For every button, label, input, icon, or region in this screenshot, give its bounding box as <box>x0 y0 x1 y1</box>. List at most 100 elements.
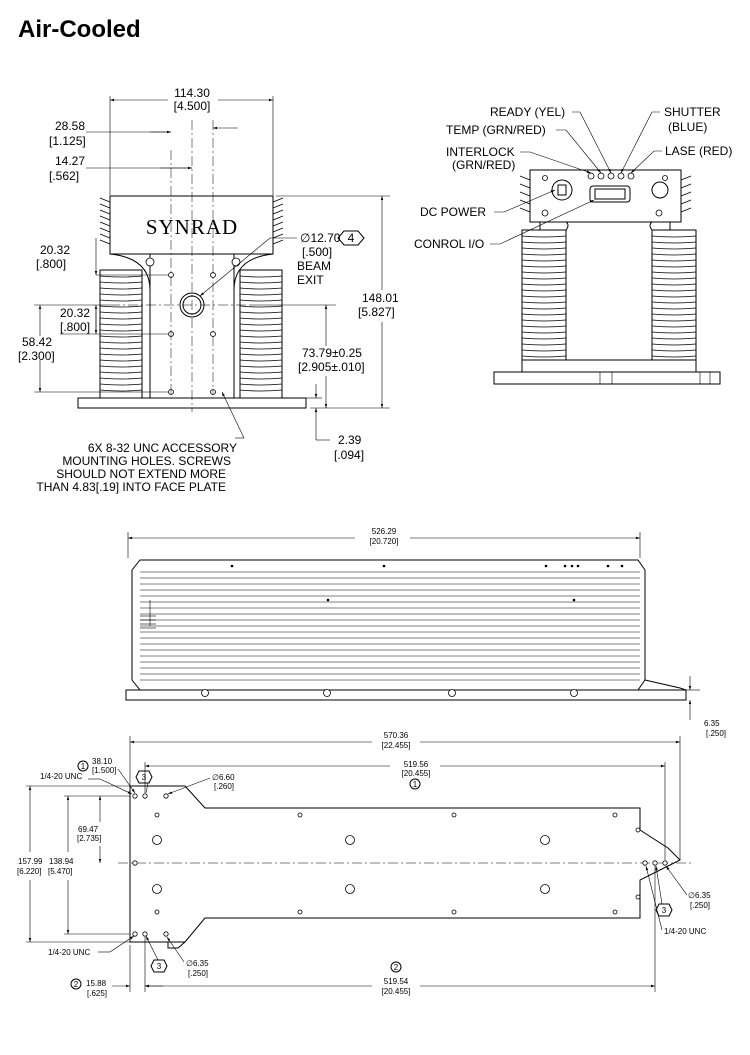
dim-635-right: ∅6.35 <box>688 891 711 900</box>
cooling-fin <box>521 289 567 292</box>
svg-text:2: 2 <box>394 963 399 972</box>
cooling-fin <box>239 293 283 296</box>
cooling-fin <box>651 295 697 298</box>
dim-20a: 20.32 <box>40 243 70 257</box>
dim-157: 157.99 <box>18 857 43 866</box>
cooling-fin <box>99 377 143 380</box>
cooling-fin <box>521 241 567 244</box>
cooling-fin <box>239 323 283 326</box>
svg-text:[.250]: [.250] <box>690 901 710 910</box>
cooling-fin <box>651 313 697 316</box>
cooling-fin <box>99 335 143 338</box>
beam-tag: 4 <box>348 231 355 245</box>
cooling-fin <box>239 383 283 386</box>
cooling-fin <box>239 365 283 368</box>
front-top-housing <box>109 195 274 255</box>
svg-text:[20.455]: [20.455] <box>382 987 411 996</box>
cooling-fin <box>521 319 567 322</box>
svg-text:[.094]: [.094] <box>334 448 364 462</box>
cooling-fin <box>99 305 143 308</box>
cooling-fin <box>99 383 143 386</box>
cooling-fin <box>99 299 143 302</box>
dim-58: 58.42 <box>22 335 52 349</box>
cooling-fin <box>651 355 697 358</box>
cooling-fin <box>651 259 697 262</box>
svg-text:[.625]: [.625] <box>87 989 107 998</box>
side-view: 526.29 [20.720] 6.35 [.250] <box>125 527 726 738</box>
svg-text:[.800]: [.800] <box>60 320 90 334</box>
led-lase <box>627 172 635 180</box>
control-io-connector <box>589 185 631 203</box>
cooling-fin <box>99 323 143 326</box>
cooling-fin <box>239 353 283 356</box>
cooling-fin <box>521 259 567 262</box>
svg-text:[.500]: [.500] <box>302 245 332 259</box>
cooling-fin <box>521 295 567 298</box>
svg-text:[.260]: [.260] <box>214 782 234 791</box>
dim-15: 15.88 <box>86 979 107 988</box>
cooling-fin <box>651 301 697 304</box>
dim-635-bottom: ∅6.35 <box>186 959 209 968</box>
cooling-fin <box>651 265 697 268</box>
svg-text:[22.455]: [22.455] <box>382 741 411 750</box>
rear-right-column <box>651 229 697 361</box>
bottom-view: 570.36 [22.455] 519.56 [20.455] 1 1 38.1… <box>17 731 711 998</box>
note-line-3: SHOULD NOT EXTEND MORE <box>56 467 226 481</box>
cooling-fin <box>651 241 697 244</box>
side-base-plate <box>125 689 687 701</box>
dim-73: 73.79±0.25 <box>302 346 362 360</box>
svg-text:[1.500]: [1.500] <box>92 766 116 775</box>
dim-28: 28.58 <box>55 119 85 133</box>
dim-38: 38.10 <box>92 757 113 766</box>
svg-text:[5.827]: [5.827] <box>358 305 395 319</box>
cooling-fin <box>521 331 567 334</box>
cooling-fin <box>521 283 567 286</box>
cooling-fin <box>99 317 143 320</box>
cooling-fin <box>521 343 567 346</box>
rear-base-plate <box>493 371 721 385</box>
cooling-fin <box>239 299 283 302</box>
label-interlock: INTERLOCK <box>446 145 515 159</box>
cooling-fin <box>239 275 283 278</box>
cooling-fin <box>521 301 567 304</box>
label-ready: READY (YEL) <box>490 105 565 119</box>
cooling-fin <box>651 319 697 322</box>
page-title: Air-Cooled <box>18 16 141 43</box>
cooling-fin <box>651 325 697 328</box>
svg-text:[.250]: [.250] <box>706 729 726 738</box>
front-view: SYNRAD 114.30 <box>18 86 399 494</box>
svg-text:[2.905±.010]: [2.905±.010] <box>298 360 365 374</box>
cooling-fin <box>99 389 143 392</box>
cooling-fin <box>651 247 697 250</box>
dim-660: ∅6.60 <box>212 773 235 782</box>
svg-text:[.250]: [.250] <box>188 969 208 978</box>
note-line-4: THAN 4.83[.19] INTO FACE PLATE <box>36 480 226 494</box>
svg-text:[4.500]: [4.500] <box>174 99 211 113</box>
svg-text:[.800]: [.800] <box>36 257 66 271</box>
svg-text:EXIT: EXIT <box>297 273 324 287</box>
cooling-fin <box>521 247 567 250</box>
cooling-fin <box>651 235 697 238</box>
cooling-fin <box>239 305 283 308</box>
cooling-fin <box>651 277 697 280</box>
cooling-fin <box>651 289 697 292</box>
bottom-plate-outline <box>129 785 681 943</box>
svg-text:[1.125]: [1.125] <box>49 134 86 148</box>
cooling-fin <box>99 311 143 314</box>
cooling-fin <box>99 365 143 368</box>
label-lase: LASE (RED) <box>665 144 732 158</box>
svg-text:3: 3 <box>662 906 667 915</box>
svg-text:BEAM: BEAM <box>297 259 331 273</box>
svg-text:[.562]: [.562] <box>49 169 79 183</box>
cooling-fin <box>99 293 143 296</box>
cooling-fin <box>239 311 283 314</box>
svg-text:(BLUE): (BLUE) <box>668 120 707 134</box>
cooling-fin <box>239 371 283 374</box>
cooling-fin <box>239 281 283 284</box>
label-temp: TEMP (GRN/RED) <box>446 123 546 137</box>
dim-20b: 20.32 <box>60 306 90 320</box>
cooling-fin <box>99 353 143 356</box>
led-temp <box>597 172 605 180</box>
dim-138: 138.94 <box>49 857 74 866</box>
dim-overall: 570.36 <box>384 731 409 740</box>
